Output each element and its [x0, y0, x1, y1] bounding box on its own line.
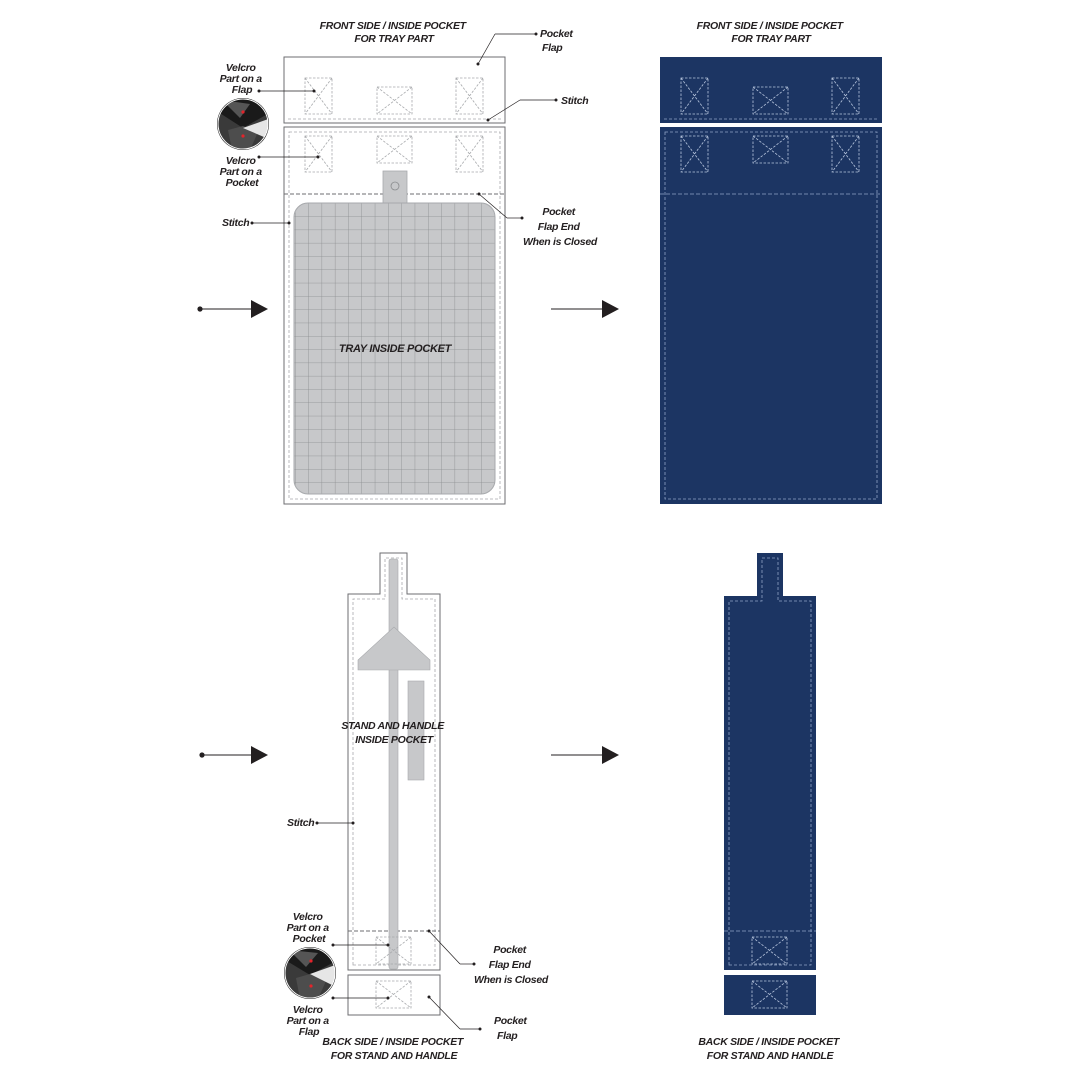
- svg-text:Stitch: Stitch: [222, 217, 249, 229]
- svg-text:Pocket Flap End: Pocket Flap End When is Closed: [523, 206, 598, 248]
- pocket-flap: [283, 56, 506, 124]
- callout-velcro-pocket: Velcro Part on a Pocket: [287, 911, 390, 947]
- velcro-patch-icon: [375, 936, 412, 965]
- velcro-patch-icon: [751, 936, 788, 1009]
- top-left-title: FRONT SIDE / INSIDE POCKET FOR TRAY PART: [320, 20, 469, 45]
- pocket-flap: [724, 975, 816, 1015]
- svg-text:Velcro Part on a: Velcro Part on a Pocket: [287, 911, 332, 945]
- svg-text:Pocket Flap: Pocket Flap: [494, 1015, 529, 1042]
- pocket-flap: [660, 57, 882, 123]
- arrow-right-icon: [199, 746, 268, 764]
- svg-text:Velcro Part on a: Velcro Part on a Flap: [287, 1004, 332, 1038]
- velcro-patch-icon: [375, 980, 412, 1009]
- svg-text:Pocket Flap: Pocket Flap: [540, 28, 575, 54]
- front-pocket-outline: FRONT SIDE / INSIDE POCKET FOR TRAY PART…: [217, 20, 598, 505]
- svg-text:Pocket Flap End: Pocket Flap End When is Closed: [474, 944, 549, 986]
- svg-text:Stitch: Stitch: [561, 95, 588, 107]
- back-pocket-fabric: BACK SIDE / INSIDE POCKET FOR STAND AND …: [698, 553, 841, 1062]
- callout-stitch-top: Stitch: [486, 95, 589, 122]
- bottom-right-title: BACK SIDE / INSIDE POCKET FOR STAND AND …: [698, 1036, 841, 1062]
- callout-pocket-flap: Pocket Flap: [427, 995, 529, 1042]
- stand-handle-label: STAND AND HANDLE INSIDE POCKET: [341, 720, 446, 746]
- callout-flap-end: Pocket Flap End When is Closed: [427, 929, 549, 986]
- top-right-title: FRONT SIDE / INSIDE POCKET FOR TRAY PART: [697, 20, 846, 45]
- velcro-patch-icon: [304, 77, 484, 115]
- bottom-left-title: BACK SIDE / INSIDE POCKET FOR STAND AND …: [322, 1036, 465, 1062]
- callout-velcro-flap: Velcro Part on a Flap: [287, 996, 390, 1038]
- callout-velcro-pocket: Velcro Part on a Pocket: [220, 155, 320, 189]
- velcro-patch-icon: [680, 77, 860, 173]
- velcro-patch-icon: [304, 135, 484, 173]
- svg-text:Stitch: Stitch: [287, 817, 314, 829]
- callout-stitch-side: Stitch: [287, 817, 355, 829]
- callout-pocket-flap: Pocket Flap: [476, 28, 575, 66]
- tray-part: TRAY INSIDE POCKET: [293, 170, 496, 495]
- callout-flap-end: Pocket Flap End When is Closed: [477, 192, 598, 248]
- velcro-closeup-icon: [284, 947, 336, 999]
- velcro-closeup-icon: [217, 98, 269, 150]
- pocket-body: [660, 127, 882, 504]
- stand-and-handle-part: [357, 558, 431, 970]
- callout-stitch-side: Stitch: [222, 217, 291, 229]
- back-pocket-outline: STAND AND HANDLE INSIDE POCKET: [284, 552, 549, 1062]
- svg-text:Velcro Part on a: Velcro Part on a Flap: [220, 62, 265, 96]
- front-pocket-fabric: FRONT SIDE / INSIDE POCKET FOR TRAY PART: [660, 20, 882, 504]
- pocket-flap: [347, 974, 441, 1016]
- arrow-right-icon: [551, 300, 619, 318]
- arrow-right-icon: [197, 300, 268, 318]
- arrow-right-icon: [551, 746, 619, 764]
- svg-text:Velcro Part on a: Velcro Part on a Pocket: [220, 155, 265, 189]
- pocket-body: [724, 553, 816, 970]
- callout-velcro-flap: Velcro Part on a Flap: [220, 62, 316, 96]
- tray-label: TRAY INSIDE POCKET: [339, 343, 453, 355]
